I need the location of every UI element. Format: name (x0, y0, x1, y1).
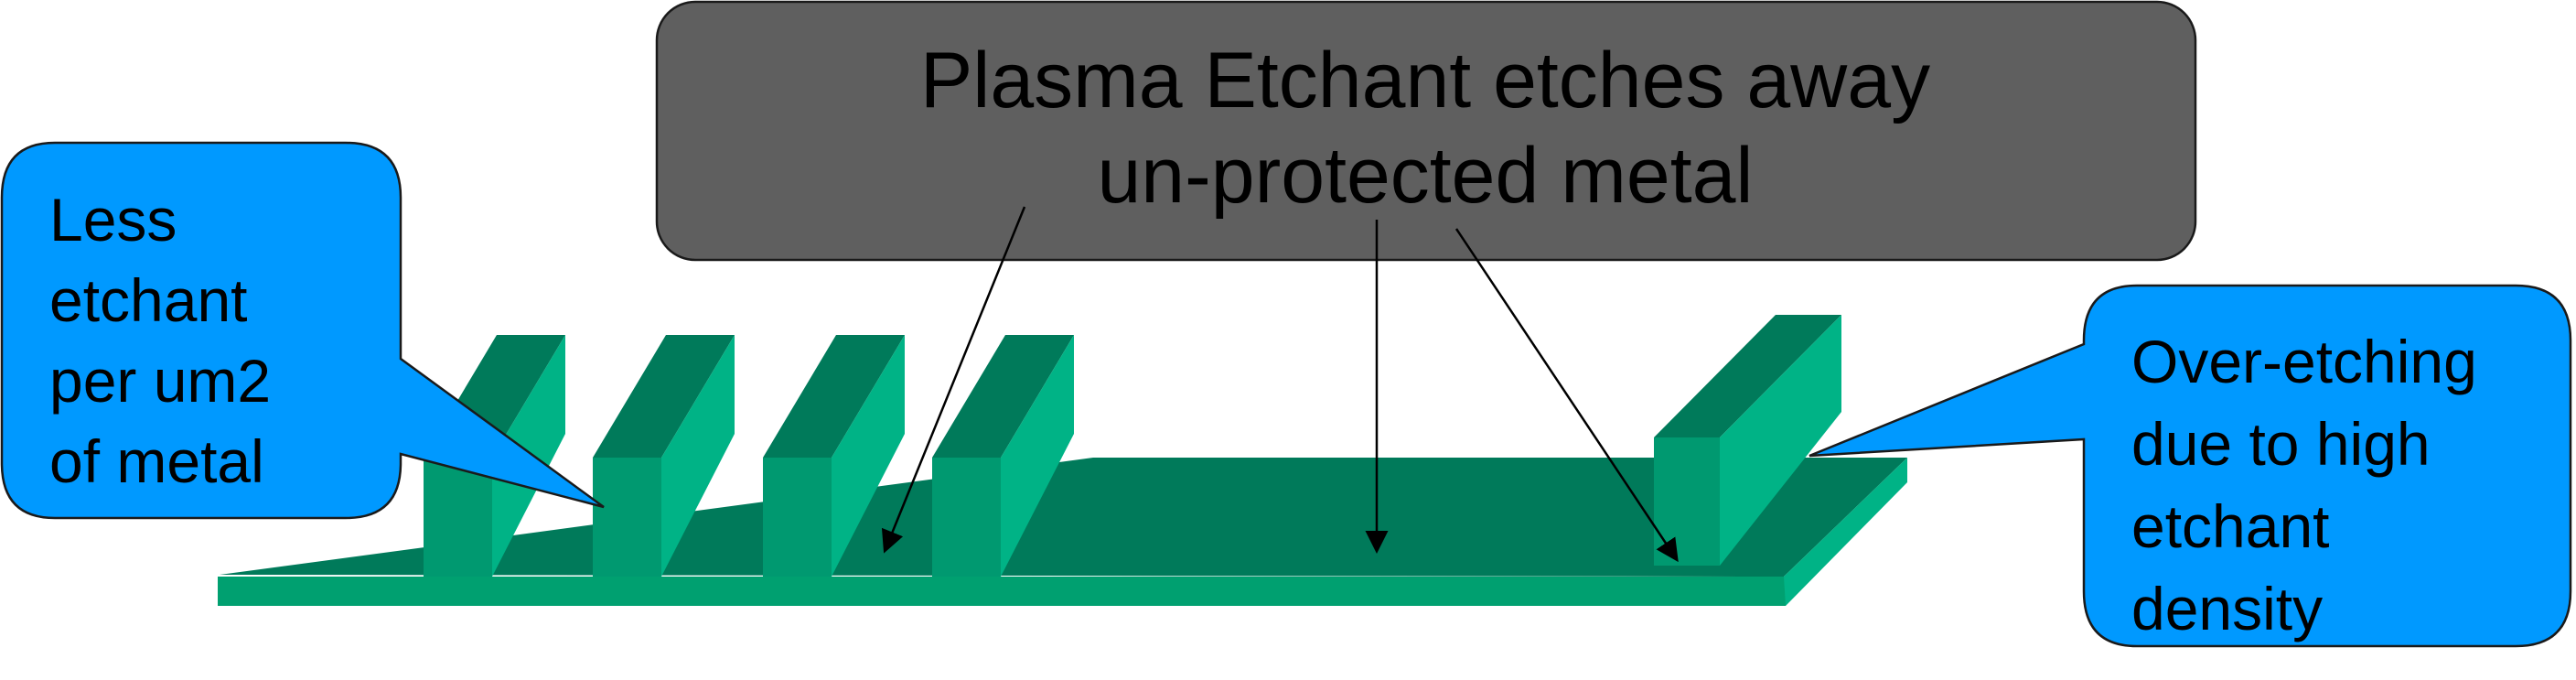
left-callout-line-1: Less (49, 186, 177, 254)
right-callout-shape (1809, 284, 2572, 648)
left-callout (0, 141, 605, 520)
plasma-callout (655, 0, 2197, 262)
right-callout-line-4: density (2131, 575, 2324, 642)
metal-line (932, 335, 1074, 577)
base-front-face (218, 577, 1786, 606)
left-callout-line-4: of metal (49, 427, 264, 495)
plasma-callout-shape (655, 0, 2197, 262)
etch-arrows (881, 206, 1679, 563)
dense-metal-lines (424, 335, 1074, 577)
base-right-face (1784, 458, 1907, 606)
metal-line (593, 335, 735, 577)
arrow-to-isolated-line (1454, 228, 1679, 563)
plasma-callout-line-1: Plasma Etchant etches away (919, 37, 1931, 124)
right-callout-line-2: due to high (2131, 410, 2431, 478)
arrow-to-dense-gap (881, 206, 1026, 554)
plasma-callout-line-2: un-protected metal (1097, 132, 1754, 220)
left-callout-shape (0, 141, 605, 520)
right-callout-text: Over-etching due to high etchant density (2131, 320, 2552, 650)
right-callout (1809, 284, 2572, 648)
left-callout-line-2: etchant (49, 266, 248, 334)
left-callout-text: Less etchant per um2 of metal (49, 179, 397, 502)
left-callout-line-3: per um2 (49, 347, 272, 415)
plasma-callout-text: Plasma Etchant etches away un-protected … (657, 33, 2194, 223)
right-callout-line-1: Over-etching (2131, 328, 2477, 395)
metal-line (763, 335, 905, 577)
isolated-metal-line (1654, 315, 1841, 566)
right-callout-line-3: etchant (2131, 492, 2330, 560)
